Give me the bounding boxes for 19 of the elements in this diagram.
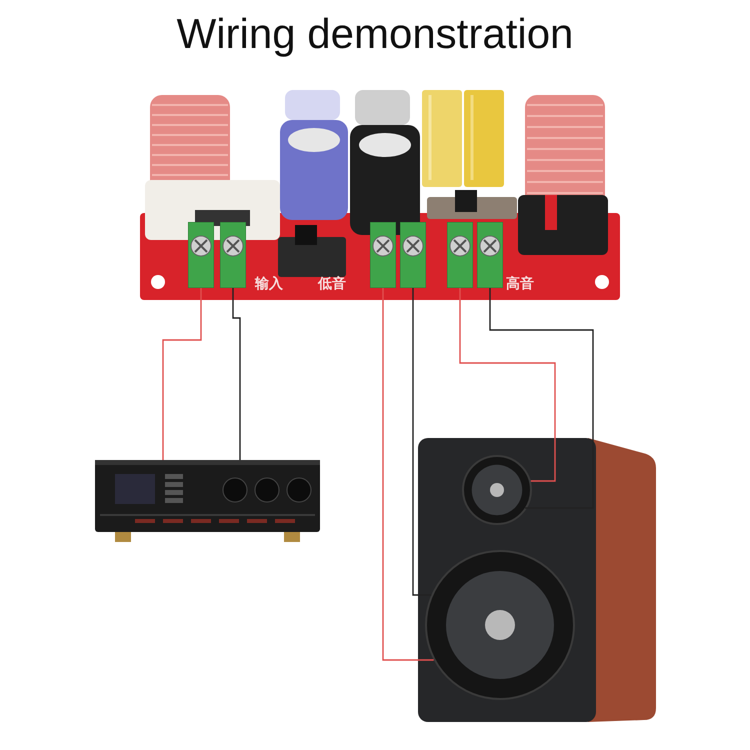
- screw-terminal: [370, 222, 396, 288]
- woofer: [425, 550, 575, 700]
- screw-terminal: [220, 222, 246, 288]
- screw-terminal: [477, 222, 503, 288]
- screw-terminal: [188, 222, 214, 288]
- wire: [412, 288, 432, 596]
- board-marking: 低音: [318, 275, 346, 293]
- screw-terminal: [400, 222, 426, 288]
- wire: [382, 288, 434, 661]
- screw-terminal: [447, 222, 473, 288]
- wire: [162, 288, 202, 460]
- wire: [489, 288, 594, 509]
- tweeter: [462, 455, 532, 525]
- board-marking: 输入: [255, 275, 283, 293]
- wire: [459, 288, 556, 482]
- title: Wiring demonstration: [176, 10, 574, 58]
- board-marking: 高音: [506, 275, 534, 293]
- wire: [232, 288, 241, 460]
- speaker-drawing: [418, 438, 656, 722]
